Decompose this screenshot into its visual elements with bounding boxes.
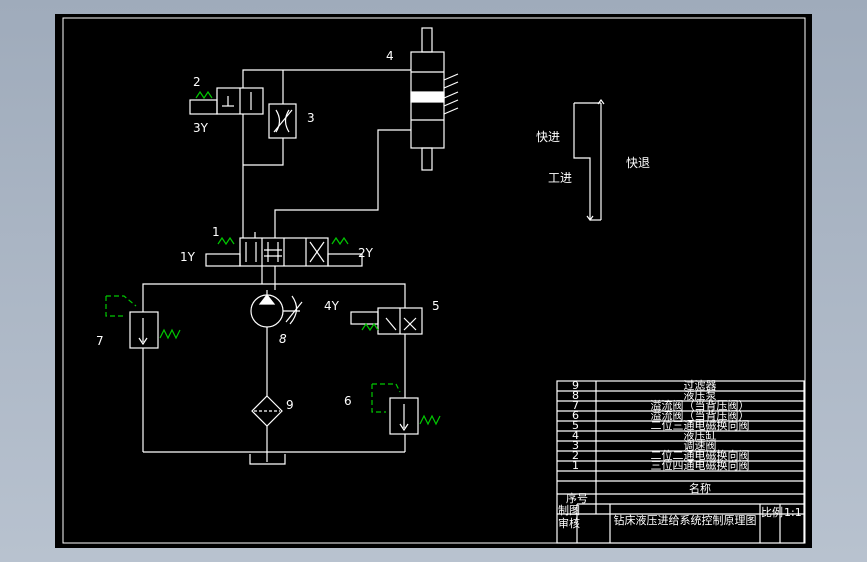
hydraulic-cylinder: [410, 27, 459, 171]
scale-value: 1:1: [784, 506, 802, 519]
parts-row-name: 二位二通电磁换向阀: [651, 448, 750, 462]
cycle-label-fast-advance: 快进: [536, 130, 560, 144]
three-position-four-way-valve: [205, 237, 363, 290]
header-name: 名称: [689, 481, 711, 495]
spring-symbol: [419, 414, 441, 426]
cycle-label-fast-return: 快退: [626, 156, 650, 170]
component-number-5: 5: [432, 299, 440, 313]
component-number-3: 3: [307, 111, 315, 125]
pilot-line: [106, 295, 137, 307]
relief-valve-7: [129, 311, 159, 452]
relief-valve-6: [389, 397, 419, 452]
cycle-label-work-feed: 工进: [548, 171, 572, 185]
work-cycle-diagram: [573, 99, 605, 221]
parts-row-name: 溢流阀（当背压阀）: [651, 398, 750, 412]
parts-row-no: 8: [572, 389, 579, 402]
parts-row-name: 二位三通电磁换向阀: [651, 418, 750, 432]
header-no: 序号: [566, 491, 588, 505]
parts-row-no: 9: [572, 379, 579, 392]
spring-symbol: [331, 236, 349, 246]
parts-row-name: 三位四通电磁换向阀: [651, 458, 750, 472]
solenoid-label-3y: 3Y: [193, 121, 209, 135]
parts-row-name: 液压缸: [684, 428, 717, 442]
solenoid-label-4y: 4Y: [324, 299, 340, 313]
title-block-grid: [556, 380, 805, 544]
oil-tank: [249, 454, 286, 465]
component-number-2: 2: [193, 75, 201, 89]
parts-row-name: 液压泵: [684, 388, 717, 402]
component-number-6: 6: [344, 394, 352, 408]
three-way-solenoid-valve: [350, 307, 423, 398]
scale-label: 比例: [761, 505, 783, 519]
parts-row-no: 5: [572, 419, 579, 432]
checked-by-label: 审核: [558, 516, 580, 530]
parts-row-no: 4: [572, 429, 579, 442]
pilot-line: [105, 296, 126, 317]
parts-row-name: 调速阀: [684, 438, 717, 452]
parts-row-no: 1: [572, 459, 579, 472]
spring-symbol: [195, 90, 213, 100]
spring-symbol: [217, 236, 235, 246]
parts-row-no: 3: [572, 439, 579, 452]
parts-row-no: 7: [572, 399, 579, 412]
component-number-1: 1: [212, 225, 220, 239]
two-way-solenoid-valve: [189, 87, 264, 115]
oil-filter: [251, 395, 283, 462]
component-number-8: 8: [279, 332, 287, 346]
component-number-9: 9: [286, 398, 294, 412]
component-number-7: 7: [96, 334, 104, 348]
parts-row-no: 6: [572, 409, 579, 422]
hydraulic-lines-main: [142, 283, 406, 312]
sheet-border: [62, 17, 806, 544]
drawing-sheet: [55, 14, 812, 548]
drawn-by-label: 制图: [558, 504, 580, 517]
solenoid-label-1y: 1Y: [180, 250, 196, 264]
spring-symbol: [361, 322, 379, 332]
parts-row-name: 溢流阀（当背压阀）: [651, 408, 750, 422]
solenoid-label-2y: 2Y: [358, 246, 374, 260]
hydraulic-pump: [250, 290, 303, 396]
parts-row-name: 过滤器: [684, 379, 717, 392]
spring-symbol: [159, 328, 181, 340]
hydraulic-lines-top: [242, 69, 411, 238]
pilot-line: [371, 384, 386, 413]
parts-row-no: 2: [572, 449, 579, 462]
drawing-title: 钻床液压进给系统控制原理图: [614, 513, 757, 527]
component-number-4: 4: [386, 49, 394, 63]
pilot-line: [372, 383, 401, 393]
